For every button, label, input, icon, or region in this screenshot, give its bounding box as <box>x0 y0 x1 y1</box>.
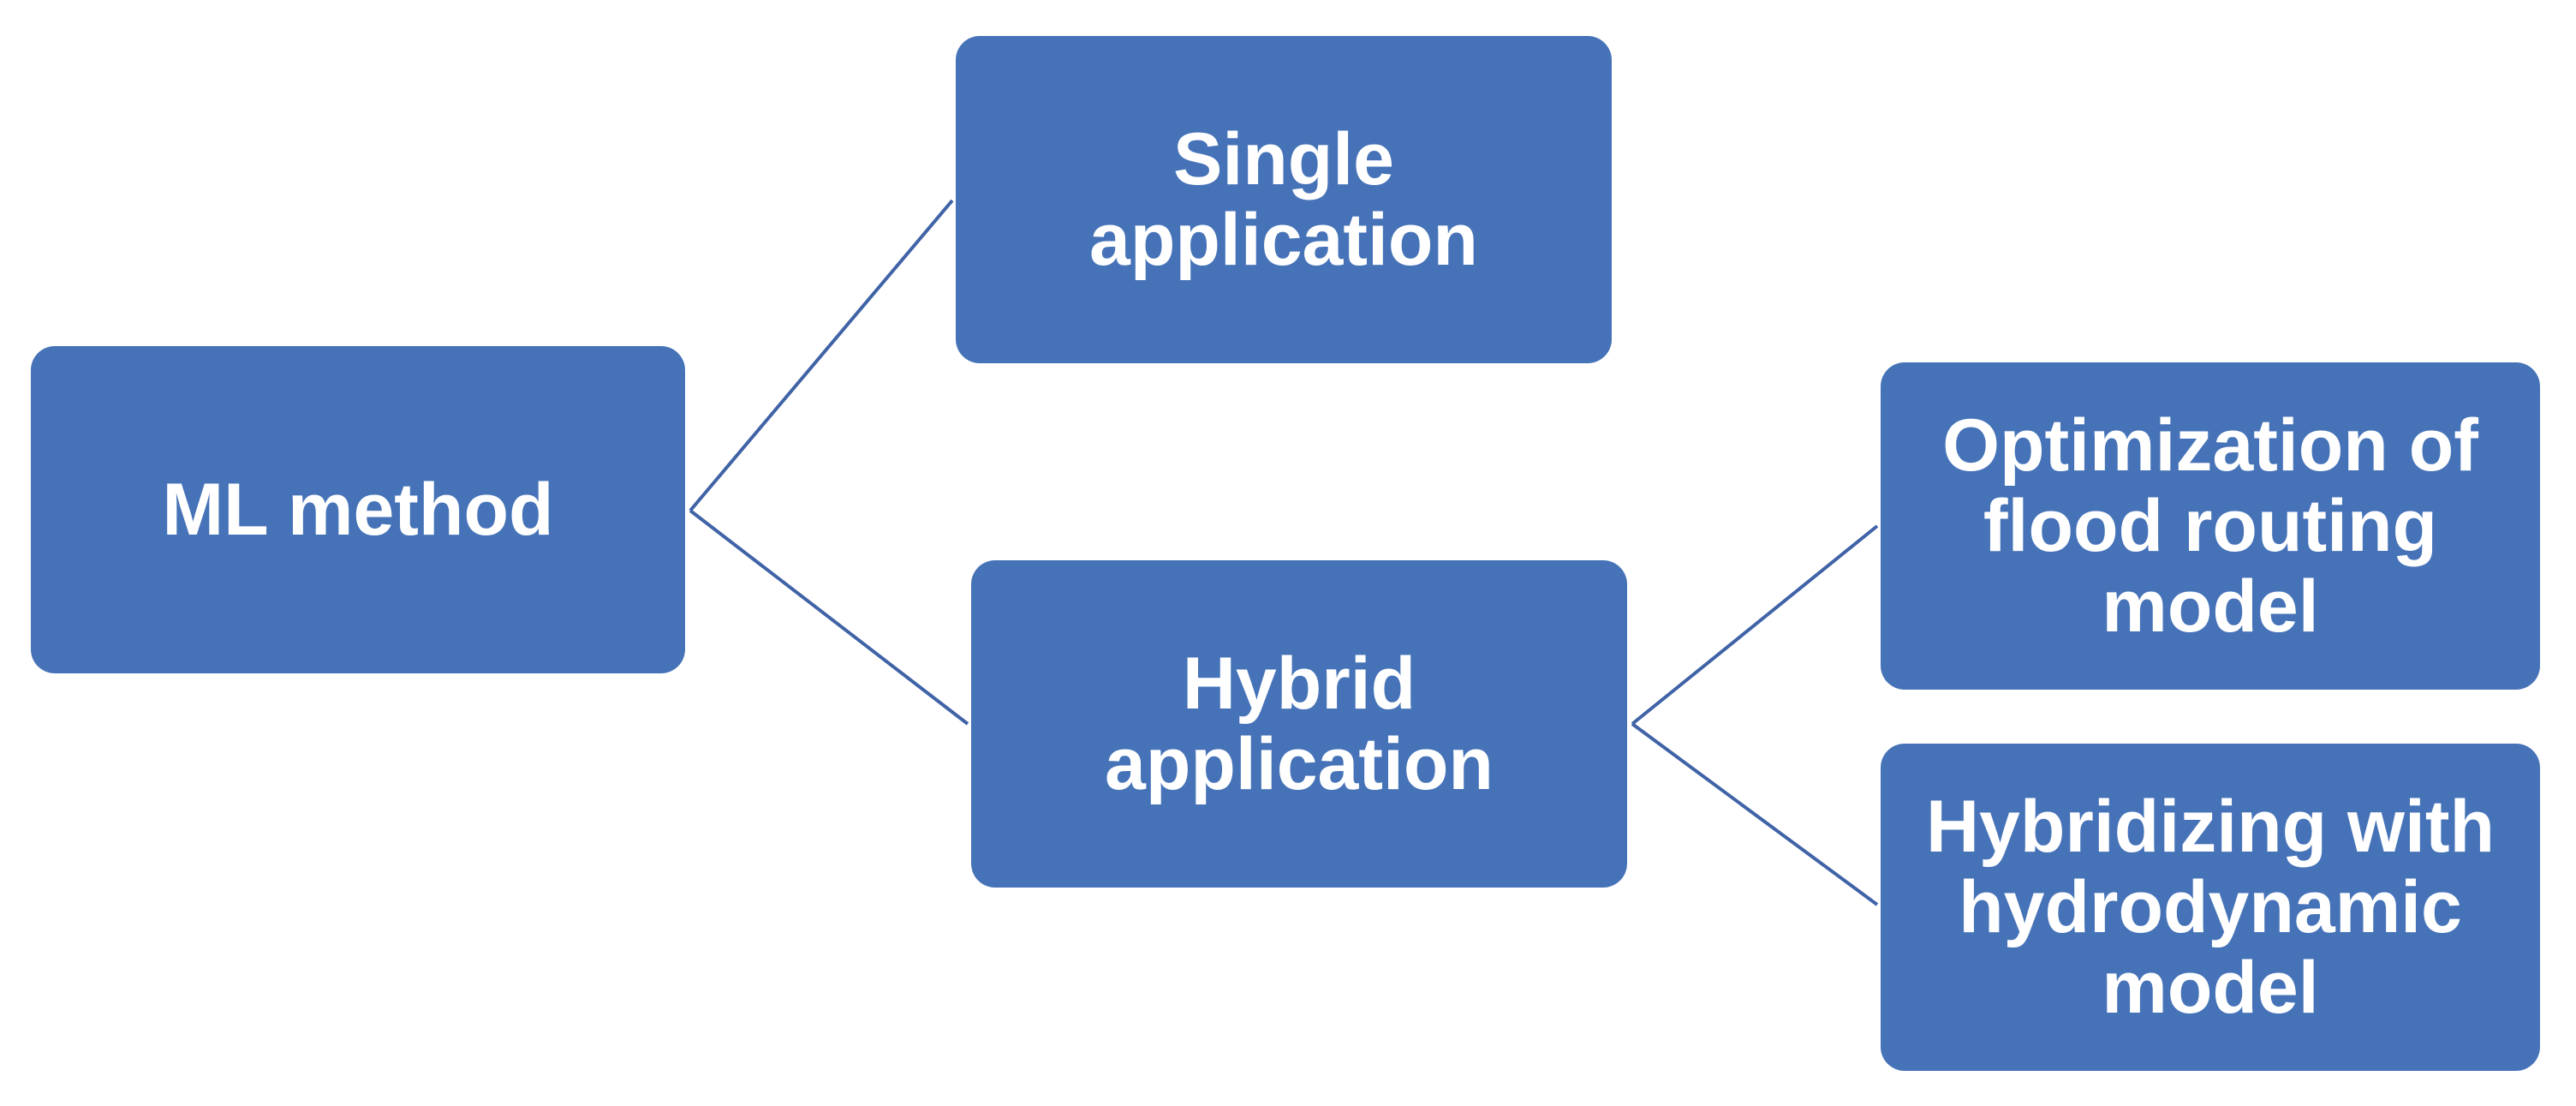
connector-root-single <box>689 199 954 512</box>
ml-method-label: ML method <box>162 469 554 551</box>
connector-root-hybrid <box>689 509 969 726</box>
connector-hybrid-optimization <box>1631 524 1879 726</box>
ml-method-node: ML method <box>31 346 685 673</box>
connector-hybrid-hydrodynamic <box>1631 722 1879 906</box>
